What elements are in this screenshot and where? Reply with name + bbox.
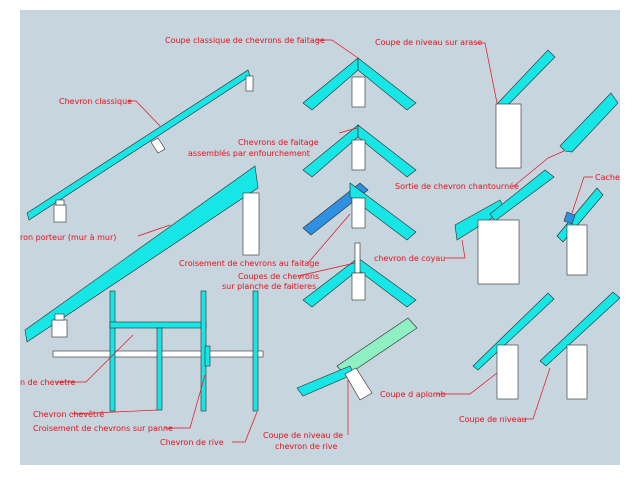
rafter-diagram: .r { fill:#16e6e6; stroke:#2a2a2a; strok… <box>20 36 620 451</box>
label-coupe-aplomb: Coupe d aplomb <box>380 390 446 399</box>
coyau-figure <box>454 169 555 285</box>
coupe-niveau-arase-figure <box>495 49 556 169</box>
label-chevrons-faitage-2: assemblés par enfourchement <box>188 148 310 158</box>
croisement-faitage-figure <box>302 182 417 241</box>
leader-lines <box>56 39 593 443</box>
label-coupe-niveau-rive-1: Coupe de niveau de <box>263 431 343 440</box>
chevetre-framing-figure <box>52 290 264 412</box>
planche-faitiere-figure <box>302 242 417 308</box>
label-chevron-classique: Chevron classique <box>59 97 132 106</box>
labels: Chevron classique ron porteur (mur à mur… <box>20 36 620 451</box>
label-chevron-de-chevetre: n de chevetre <box>20 378 75 387</box>
label-sortie-chantournee: Sortie de chevron chantournée <box>395 181 519 191</box>
label-coupes-planche-1: Coupes de chevrons <box>238 272 319 281</box>
chevron-porteur-figure <box>24 165 260 343</box>
coupe-de-niveau-figure <box>539 291 620 400</box>
label-croisement-au-faitage: Croisement de chevrons au faitage <box>179 259 319 268</box>
coupe-niveau-rive-figure <box>296 317 418 401</box>
label-coupes-planche-2: sur planche de faitieres <box>222 282 316 291</box>
label-croisement-sur-panne: Croisement de chevrons sur panne <box>33 424 173 433</box>
label-coupe-de-niveau: Coupe de niveau <box>459 415 527 424</box>
label-chevron-de-rive: Chevron de rive <box>160 438 224 447</box>
cache-figure <box>556 187 604 276</box>
label-chevron-porteur: ron porteur (mur à mur) <box>20 233 116 242</box>
label-coupe-classique: Coupe classique de chevrons de faitage <box>165 36 325 45</box>
label-coupe-niveau-rive-2: chevron de rive <box>275 442 338 451</box>
coupe-classique-figure <box>302 57 417 111</box>
label-chevron-chevetre: Chevron chevêtré <box>33 409 104 419</box>
coupe-aplomb-figure <box>472 292 555 400</box>
label-coupe-niveau-arase: Coupe de niveau sur arase <box>375 38 482 47</box>
label-chevrons-faitage-1: Chevrons de faitage <box>238 138 319 147</box>
chevron-classique-figure <box>26 69 254 223</box>
sortie-chantournee-figure <box>559 92 619 153</box>
enfourchement-figure <box>302 124 417 178</box>
label-chevron-de-coyau: chevron de coyau <box>374 254 445 263</box>
label-cache: Cache <box>595 173 620 182</box>
